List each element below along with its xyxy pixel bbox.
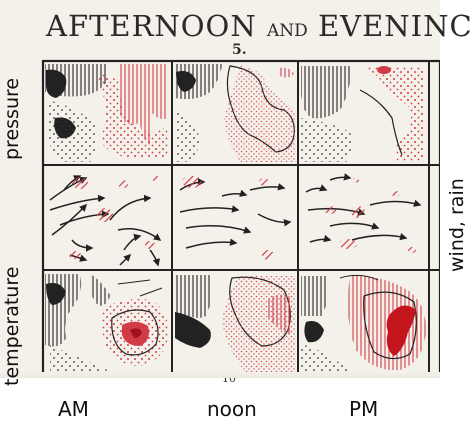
temperature-map-noon bbox=[175, 275, 296, 372]
page-heading: AFTERNOON AND EVENINC bbox=[46, 9, 473, 43]
column-label-noon: noon bbox=[207, 397, 257, 421]
grid-lines bbox=[41, 59, 440, 378]
scanned-page: AFTERNOON AND EVENINC 5. 10 bbox=[0, 0, 472, 385]
heading-word-evening: EVENINC bbox=[317, 9, 473, 43]
pressure-map-pm bbox=[301, 66, 424, 162]
temperature-map-pm bbox=[301, 274, 426, 372]
row-label-pressure: pressure bbox=[1, 77, 23, 160]
rain-marks-am bbox=[69, 175, 159, 259]
row-label-temperature: temperature bbox=[1, 266, 23, 386]
heading-word-and: AND bbox=[266, 21, 308, 41]
wind-map-pm bbox=[305, 173, 422, 243]
bottom-page-number: 10 bbox=[222, 372, 236, 385]
weather-map-grid bbox=[41, 59, 440, 378]
pressure-map-noon bbox=[175, 64, 296, 162]
rain-marks-noon bbox=[182, 176, 274, 260]
temperature-map-am bbox=[45, 274, 169, 372]
pressure-map-am bbox=[45, 64, 168, 162]
rain-marks-pm bbox=[324, 177, 416, 253]
wind-map-noon bbox=[179, 178, 292, 249]
page-number: 5. bbox=[232, 42, 247, 58]
heading-word-afternoon: AFTERNOON bbox=[46, 9, 257, 43]
column-label-am: AM bbox=[58, 397, 89, 421]
column-label-pm: PM bbox=[349, 397, 379, 421]
row-label-wind-rain: wind, rain bbox=[446, 178, 468, 272]
